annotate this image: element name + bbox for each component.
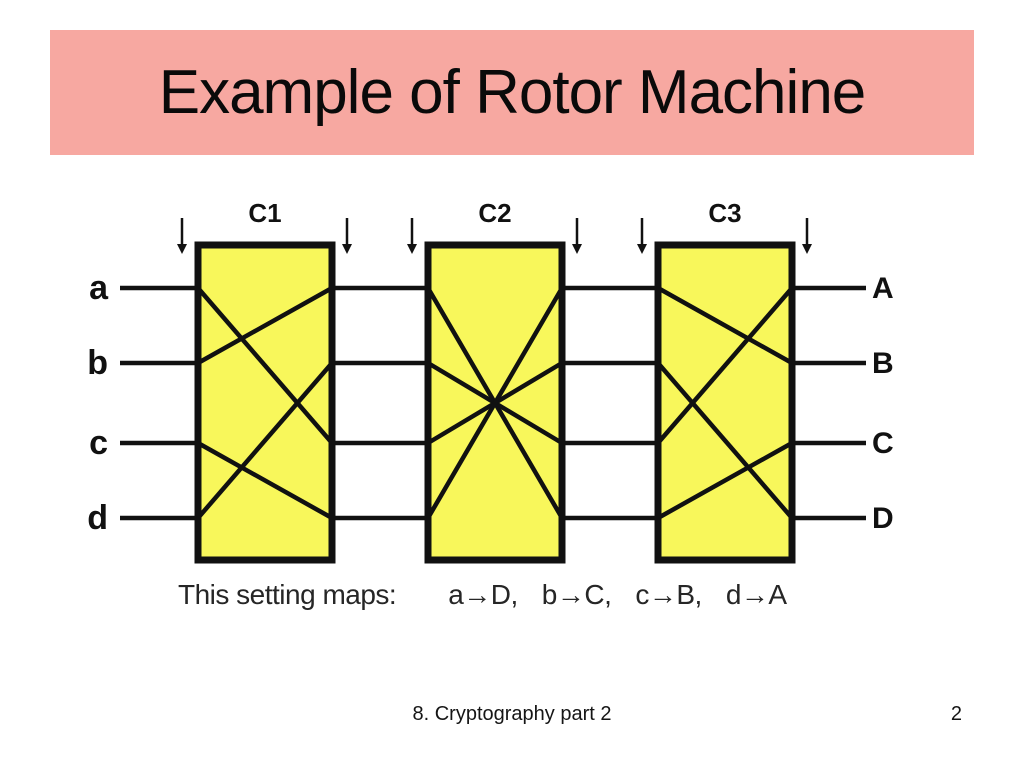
rotor-box-border-c1 <box>194 241 336 564</box>
down-arrow-icon <box>177 244 187 254</box>
rotor-wire <box>656 286 794 365</box>
input-label-d: d <box>87 499 108 537</box>
input-label-c: c <box>89 424 108 462</box>
down-arrow-icon <box>802 244 812 254</box>
rotor-wire <box>196 286 334 365</box>
rotor-wire <box>196 286 334 445</box>
rotor-box-fill-c1 <box>198 245 332 560</box>
rotor-label-c1: C1 <box>248 198 281 228</box>
footer-text: 8. Cryptography part 2 <box>412 703 612 725</box>
rotor-box-border-c3 <box>654 241 796 564</box>
down-arrow-icon <box>407 244 417 254</box>
input-label-b: b <box>87 344 108 382</box>
output-label-c: C <box>872 427 894 460</box>
rotor-label-c3: C3 <box>708 198 741 228</box>
mapping-d: d→A <box>725 579 787 610</box>
slide-title: Example of Rotor Machine <box>158 58 867 127</box>
rotor-wire <box>656 361 794 520</box>
mapping-a: a→D, <box>448 579 518 610</box>
rotor-box-border-c2 <box>424 241 566 564</box>
rotor-wire <box>196 361 334 520</box>
page-number: 2 <box>950 703 962 725</box>
caption-prefix: This setting maps: <box>178 579 397 610</box>
output-label-a: A <box>872 272 894 305</box>
input-label-a: a <box>89 269 109 307</box>
mapping-caption: This setting maps: a→D, b→C, c→B, d→A <box>178 579 787 611</box>
rotor-label-c2: C2 <box>478 198 511 228</box>
down-arrow-icon <box>342 244 352 254</box>
rotor-wire <box>656 286 794 445</box>
down-arrow-icon <box>637 244 647 254</box>
output-label-b: B <box>872 347 894 380</box>
rotor-wire <box>196 441 334 520</box>
output-label-d: D <box>872 502 894 535</box>
mapping-b: b→C, <box>541 579 612 610</box>
rotor-wire <box>656 441 794 520</box>
down-arrow-icon <box>572 244 582 254</box>
title-bar: Example of Rotor Machine <box>50 30 974 155</box>
rotor-box-fill-c3 <box>658 245 792 560</box>
rotor-wire <box>426 286 564 520</box>
mapping-c: c→B, <box>635 579 702 610</box>
